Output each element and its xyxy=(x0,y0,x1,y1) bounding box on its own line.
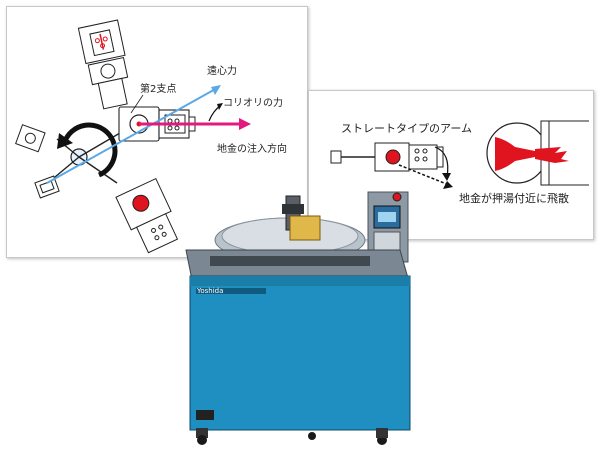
left-assembly xyxy=(15,124,46,153)
label-coriolis-force: コリオリの力 xyxy=(223,98,283,109)
machine-body xyxy=(189,275,411,431)
brand-plate: Yoshida xyxy=(197,287,224,295)
straight-arm-diagram xyxy=(330,120,589,189)
left-diagram-panel: 第2支点 遠心力 コリオリの力 地金の注入方向 xyxy=(6,6,308,258)
bottom-assembly xyxy=(115,177,179,254)
label-second-pivot: 第2支点 xyxy=(140,84,177,95)
centrifugal-arm-diagram xyxy=(15,19,251,254)
centrifugal-force-line xyxy=(46,86,220,184)
top-assembly xyxy=(77,19,129,110)
red-crucible xyxy=(385,149,401,165)
right-diagram-panel: ストレートタイプのアーム 地金が押湯付近に飛散 xyxy=(308,90,594,240)
label-centrifugal-force: 遠心力 xyxy=(207,66,237,77)
rotation-arrow xyxy=(62,122,118,178)
label-straight-arm: ストレートタイプのアーム xyxy=(341,122,473,135)
label-scatter: 地金が押湯付近に飛散 xyxy=(459,192,569,205)
label-pour-direction: 地金の注入方向 xyxy=(217,144,287,155)
